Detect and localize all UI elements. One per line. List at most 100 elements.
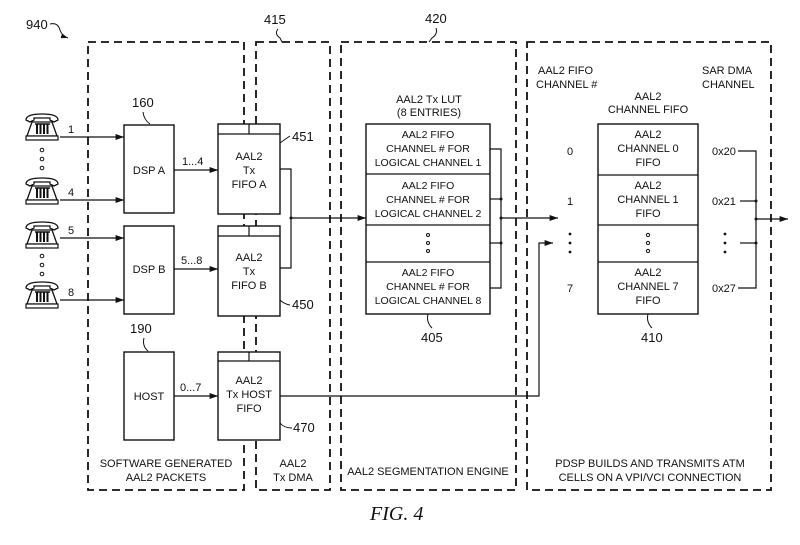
ellipsis-dots <box>568 232 727 254</box>
lut-entry-line: AAL2 FIFO <box>402 180 455 192</box>
fifo-channel-col-header: AAL2 FIFO <box>538 65 593 77</box>
tx-fifo-b-line: AAL2 <box>236 252 263 264</box>
channel-fifo-line: FIFO <box>635 295 660 307</box>
segmentation-ref: 420 <box>425 11 447 26</box>
lut-entry-line: AAL2 FIFO <box>402 267 455 279</box>
junction-dot <box>754 199 758 203</box>
telephone-icon <box>25 177 59 205</box>
channel-fifo-title: CHANNEL FIFO <box>608 104 689 116</box>
dsp-a-ref-leader <box>142 111 151 125</box>
tx-fifo-b-line: FIFO B <box>231 280 266 292</box>
tx-fifo-a-line: AAL2 <box>236 151 263 163</box>
tx-host-fifo-box <box>217 351 281 441</box>
channel-fifo-ref: 410 <box>641 330 663 345</box>
tx-fifo-a-ref: 451 <box>292 129 314 144</box>
phone-label: 5 <box>68 225 74 237</box>
tx-fifo-a-ref-leader <box>279 135 291 144</box>
sar-output-bus <box>738 150 757 289</box>
lut-entry-line: LOGICAL CHANNEL 1 <box>375 157 482 169</box>
sar-dma-col-header: SAR DMA <box>702 65 753 77</box>
ellipsis-dots <box>39 147 45 277</box>
channel-fifo-line: FIFO <box>635 208 660 220</box>
lut-table <box>365 123 491 315</box>
tx-host-fifo-line: Tx HOST <box>226 389 272 401</box>
host-ref: 190 <box>130 321 152 336</box>
lut-entry-line: LOGICAL CHANNEL 8 <box>375 295 482 307</box>
tx-host-fifo-line: AAL2 <box>236 375 263 387</box>
lut-ref: 405 <box>421 330 443 345</box>
sar-dma-col-header: CHANNEL <box>702 79 755 91</box>
host-output-label: 0...7 <box>180 382 201 394</box>
tx-fifo-b-ref-leader <box>279 299 291 306</box>
dsp-b-box <box>123 225 175 315</box>
lut-ref-leader <box>427 313 433 329</box>
channel-fifo-ref-leader <box>647 313 653 329</box>
lut-entry-line: CHANNEL # FOR <box>386 143 470 155</box>
pdsp-region-label: PDSP BUILDS AND TRANSMITS ATM <box>555 458 745 470</box>
junction-dot <box>289 216 293 220</box>
lut-subtitle: (8 ENTRIES) <box>397 107 461 119</box>
tx-dma-ref-leader <box>275 28 283 43</box>
tx-host-fifo-ref-leader <box>279 422 293 429</box>
figure-caption: FIG. 4 <box>369 503 423 525</box>
pdsp-region-label: CELLS ON A VPI/VCI CONNECTION <box>559 472 742 484</box>
sar-dma-channel: 0x27 <box>712 283 736 295</box>
dsp-b-label: DSP B <box>133 264 166 276</box>
dsp-a-label: DSP A <box>133 165 166 177</box>
tx-fifo-a-box <box>217 123 281 215</box>
software-region-label: SOFTWARE GENERATED <box>100 458 233 470</box>
sar-dma-channel: 0x20 <box>712 146 736 158</box>
host-fifo-to-channel-arrow <box>280 240 553 397</box>
tx-fifo-b-line: Tx <box>243 266 256 278</box>
host-label: HOST <box>134 391 165 403</box>
tx-host-fifo-ref: 470 <box>293 420 315 435</box>
ellipsis-dots <box>426 233 430 253</box>
segmentation-ref-leader <box>428 27 437 43</box>
dsp-a-ref: 160 <box>132 95 154 110</box>
tx-host-fifo-line: FIFO <box>236 403 261 415</box>
junction-dot <box>499 241 503 245</box>
tx-fifo-b-ref: 450 <box>292 297 314 312</box>
lut-entry-line: LOGICAL CHANNEL 2 <box>375 208 482 220</box>
region-segmentation <box>340 41 517 491</box>
lut-entry-line: AAL2 FIFO <box>402 129 455 141</box>
lut-entry-line: CHANNEL # FOR <box>386 281 470 293</box>
tx-fifo-a-line: FIFO A <box>232 179 268 191</box>
tx-dma-ref: 415 <box>264 12 286 27</box>
segmentation-region-label: AAL2 SEGMENTATION ENGINE <box>347 466 509 478</box>
phone-label: 1 <box>68 124 74 136</box>
channel-fifo-stack <box>597 123 699 315</box>
channel-number: 0 <box>567 146 573 158</box>
tx-fifo-a-line: Tx <box>243 165 256 177</box>
telephone-icon <box>25 221 59 249</box>
figure-ref-number: 940 <box>26 17 48 32</box>
lut-entry-line: CHANNEL # FOR <box>386 194 470 206</box>
channel-number: 1 <box>567 196 573 208</box>
channel-fifo-line: AAL2 <box>635 180 662 192</box>
dsp-a-output-label: 1...4 <box>182 156 203 168</box>
telephone-icon <box>25 281 59 309</box>
dsp-a-box <box>123 124 175 214</box>
tx-dma-region-label: Tx DMA <box>273 472 313 484</box>
region-pdsp <box>526 41 772 491</box>
host-ref-leader <box>143 337 149 352</box>
phone-label: 8 <box>68 287 74 299</box>
sar-dma-channel: 0x21 <box>712 196 736 208</box>
channel-number: 7 <box>567 283 573 295</box>
channel-fifo-line: CHANNEL 7 <box>617 281 678 293</box>
junction-dot <box>499 197 503 201</box>
channel-fifo-line: CHANNEL 1 <box>617 194 678 206</box>
dsp-b-output-label: 5...8 <box>181 255 202 267</box>
channel-fifo-line: FIFO <box>635 157 660 169</box>
phone-label: 4 <box>68 187 74 199</box>
junction-dot <box>754 241 758 245</box>
software-region-label: AAL2 PACKETS <box>126 472 207 484</box>
channel-fifo-line: CHANNEL 0 <box>617 143 678 155</box>
channel-fifo-line: AAL2 <box>635 129 662 141</box>
lut-output-bus <box>490 148 502 289</box>
tx-dma-region-label: AAL2 <box>280 458 307 470</box>
channel-fifo-title: AAL2 <box>635 91 662 103</box>
telephone-icon <box>25 113 59 141</box>
figure-ref-leader <box>49 23 69 39</box>
